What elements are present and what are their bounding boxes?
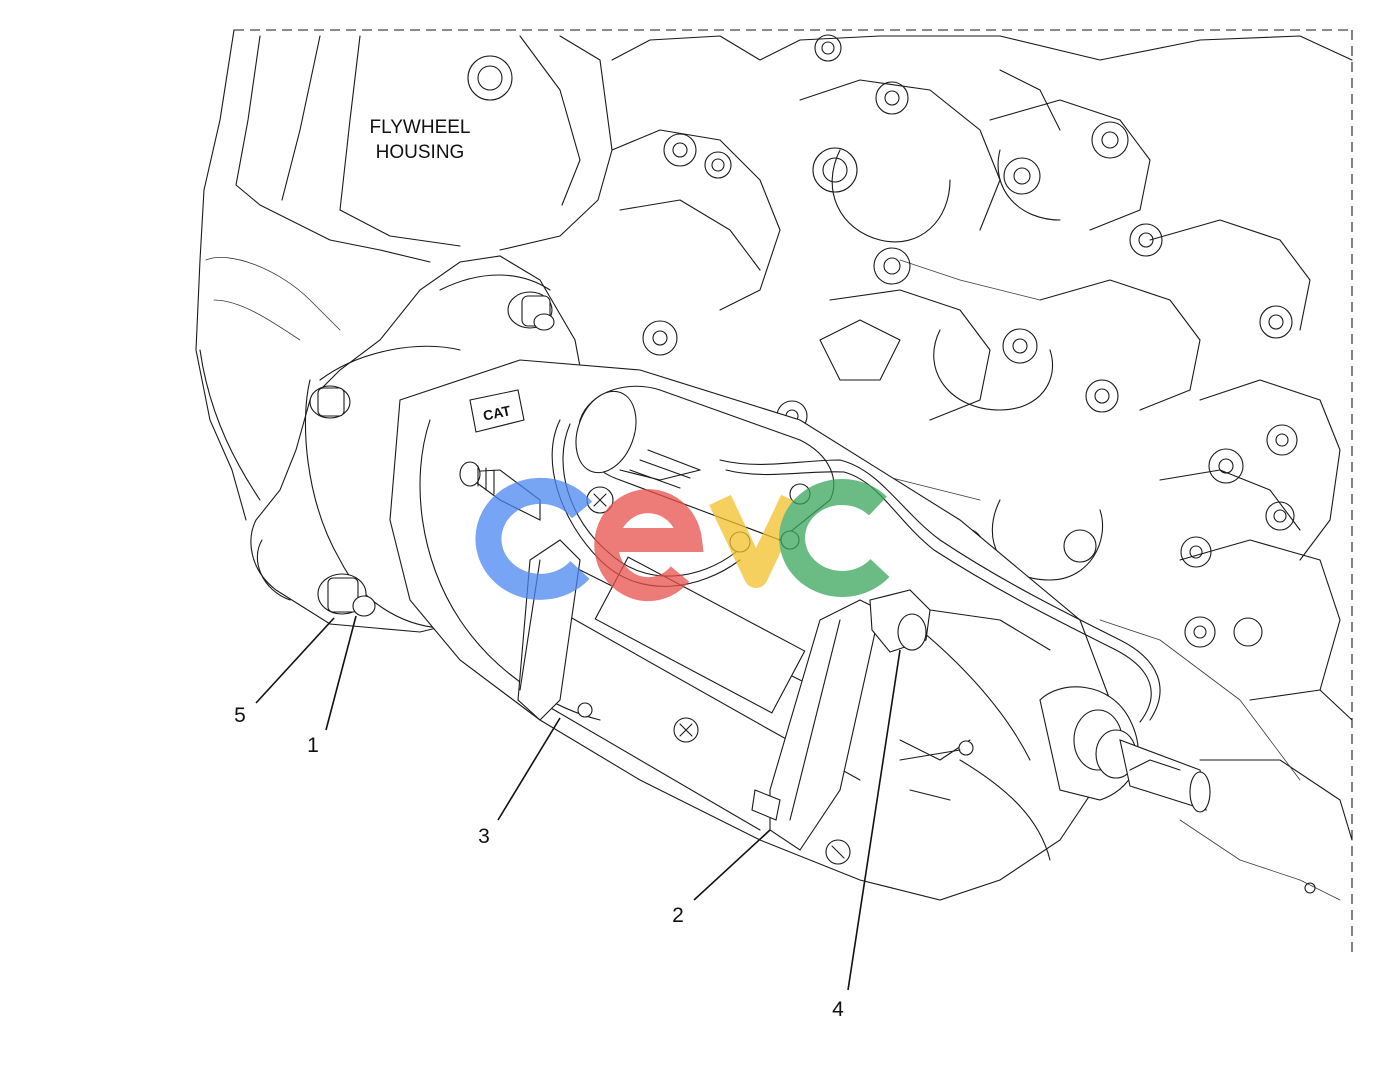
starter-solenoid (575, 385, 835, 541)
callout-2: 2 (672, 904, 684, 927)
svg-text:CAT: CAT (482, 402, 513, 424)
mounting-bolt-lower (317, 573, 376, 617)
watermark-letter-c-1 (475, 477, 593, 600)
mounting-bolt-upper (507, 291, 555, 331)
leader-line-1 (325, 615, 357, 731)
watermark-letter-c-2 (779, 479, 890, 597)
leader-line-3 (497, 717, 561, 821)
watermark (475, 477, 890, 602)
leader-line-2 (693, 829, 771, 901)
engine-block-outline (611, 35, 1353, 901)
housing-label-line2: HOUSING (376, 142, 465, 163)
cat-logo: CAT (469, 389, 525, 433)
watermark-letter-e (594, 489, 704, 602)
flywheel-housing-outline (195, 29, 1353, 952)
callout-1: 1 (307, 734, 319, 757)
callout-5: 5 (234, 704, 246, 727)
starter-drive-shaft (1039, 686, 1211, 813)
callout-3: 3 (478, 825, 490, 848)
mounting-bolt-left (309, 385, 351, 419)
callout-4: 4 (832, 998, 844, 1021)
wiring-harness (551, 419, 1161, 801)
housing-label-line1: FLYWHEEL (369, 117, 470, 138)
leader-line-5 (255, 617, 335, 704)
watermark-letter-v (709, 494, 803, 588)
leader-line-4 (847, 649, 901, 991)
callout-leader-lines (255, 615, 901, 991)
engine-block-bolts (642, 34, 1316, 894)
